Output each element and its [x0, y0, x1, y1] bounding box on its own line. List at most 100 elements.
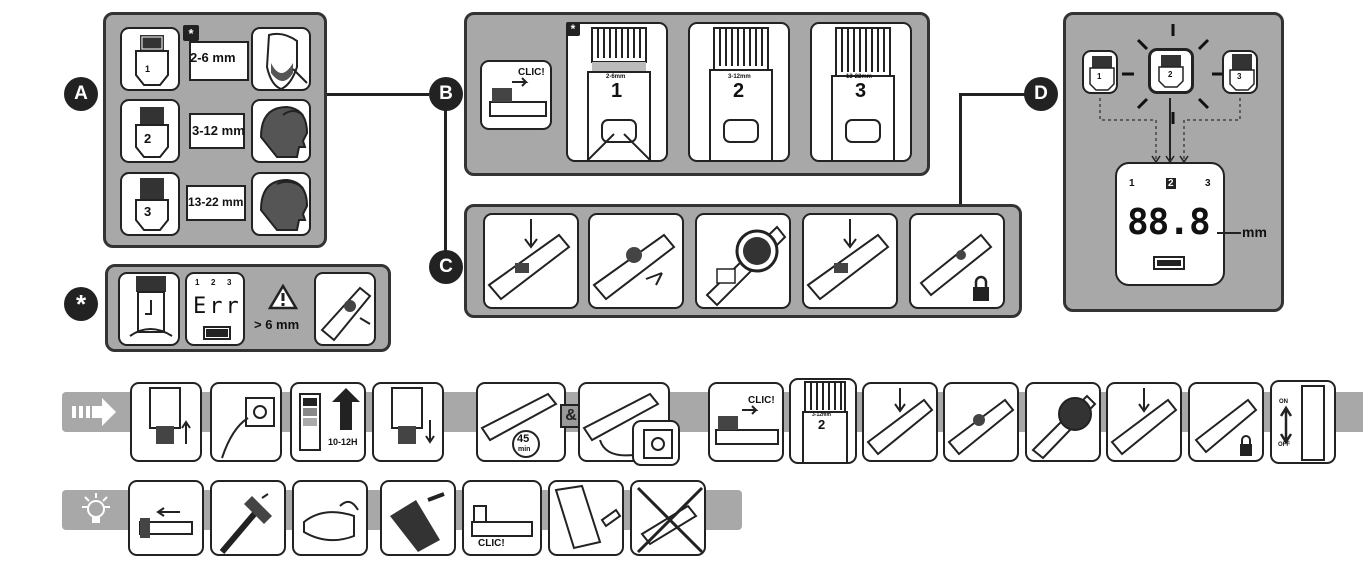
badge-c: C	[429, 250, 463, 284]
r1-on-off	[1270, 380, 1336, 464]
comb-2-number: 2	[144, 131, 152, 146]
badge-b: B	[429, 77, 463, 111]
r2-rinse	[292, 480, 368, 556]
charge-time: 10-12H	[328, 437, 358, 447]
r1-on-label: ON	[1279, 399, 1288, 405]
lcd-unit: mm	[1242, 224, 1267, 240]
comb-b1-num: 1	[611, 80, 623, 102]
d-rays	[1122, 24, 1224, 124]
step-c-dial	[695, 213, 791, 309]
d-arrows	[1099, 98, 1241, 164]
step-c-press-again	[802, 213, 898, 309]
d-comb-1-num: 1	[1097, 72, 1102, 81]
lcd-unit-arrow	[1217, 232, 1241, 234]
lcd-digits: 88.8	[1127, 202, 1211, 243]
r1-press-again	[1106, 382, 1182, 462]
warning-icon	[268, 284, 298, 310]
battery-icon-lcd	[1153, 256, 1185, 270]
charge-up-icon	[299, 388, 360, 451]
r2-no-water	[630, 480, 706, 556]
r2-clean-comb	[380, 480, 456, 556]
r1-charge	[290, 382, 366, 462]
r1-off-label: OFF	[1278, 442, 1290, 448]
plug-icon	[221, 397, 275, 459]
star-badge-b: *	[566, 22, 580, 36]
charge-minutes: 45	[517, 433, 530, 445]
clic-card	[480, 60, 552, 130]
err-display-card: 1 2 3 Err	[185, 272, 245, 346]
comb-b2-num: 2	[733, 80, 745, 102]
length-2-label: 3-12 mm	[192, 123, 245, 138]
comb-insert-card-2	[688, 22, 790, 162]
lcd-comb-1: 1	[1129, 178, 1135, 189]
charge-min-label: min	[518, 446, 531, 453]
comb-b3-num: 3	[855, 80, 867, 102]
r1-lock	[1188, 382, 1264, 462]
d-comb-2-num: 2	[1168, 70, 1173, 79]
step-c-lock	[909, 213, 1005, 309]
comb-b2-range: 3-12mm	[728, 74, 751, 80]
d-comb-2-active	[1148, 48, 1194, 94]
length-1-label: 2-6 mm	[190, 50, 236, 65]
r1-rotate	[943, 382, 1019, 462]
star-comb-card	[118, 272, 180, 346]
step-c-rotate	[588, 213, 684, 309]
r2-clic-label: CLIC!	[478, 538, 505, 549]
connector-a-b	[327, 93, 429, 96]
star-remove-card	[314, 272, 376, 346]
err-text: Err	[193, 294, 242, 319]
length-frame-2	[189, 113, 245, 149]
r1-comb-range: 3-12mm	[812, 412, 831, 418]
comb-insert-card-3	[810, 22, 912, 162]
comb-b1-range: 2-6mm	[606, 74, 626, 80]
err-mini-3: 3	[227, 278, 232, 287]
connector-c-d-v	[959, 93, 962, 205]
r2-reattach	[462, 480, 542, 556]
r1-insert-cap	[372, 382, 444, 462]
r1-press	[862, 382, 938, 462]
comb-card-3	[120, 172, 180, 236]
r1-outlet	[632, 420, 680, 466]
badge-star: *	[64, 287, 98, 321]
amp-text: &	[565, 407, 577, 424]
d-comb-3	[1222, 50, 1258, 94]
comb-1-number: 1	[145, 64, 151, 74]
lcd-comb-2: 2	[1166, 178, 1176, 189]
badge-d: D	[1024, 77, 1058, 111]
d-comb-3-num: 3	[1237, 72, 1242, 81]
head-top-card	[251, 99, 311, 163]
comb-insert-card-1	[566, 22, 668, 162]
r1-comb	[789, 378, 857, 464]
r1-cordless	[476, 382, 566, 462]
step-c-press	[483, 213, 579, 309]
r1-dial	[1025, 382, 1101, 462]
star-badge-a: *	[183, 25, 199, 41]
r1-clic	[708, 382, 784, 462]
lock-icon	[973, 275, 989, 301]
arrow-right-icon	[72, 398, 118, 426]
comb-3-number: 3	[144, 204, 152, 219]
lcd-comb-3: 3	[1205, 178, 1211, 189]
r1-plug-in	[210, 382, 282, 462]
length-3-label: 13-22 mm	[188, 195, 244, 209]
connector-c-d-h	[959, 93, 1025, 96]
length-frame-3	[186, 185, 246, 221]
r1-remove-cap	[130, 382, 202, 462]
badge-a: A	[64, 77, 98, 111]
beard-head-card	[251, 27, 311, 91]
head-back-card	[251, 172, 311, 236]
r1-comb-num: 2	[818, 417, 826, 432]
warning-length: > 6 mm	[254, 317, 300, 332]
connector-b-c	[444, 110, 447, 270]
lightbulb-icon	[78, 493, 114, 529]
battery-icon	[203, 326, 231, 340]
lcd-screen: 1 2 3 88.8	[1115, 162, 1225, 286]
err-mini-2: 2	[211, 278, 216, 287]
d-comb-1	[1082, 50, 1118, 94]
comb-card-2	[120, 99, 180, 163]
r2-oil	[548, 480, 624, 556]
length-card-1	[183, 27, 249, 91]
clic-label-b: CLIC!	[518, 67, 545, 78]
r1-clic-label: CLIC!	[748, 395, 775, 406]
r2-remove-blade	[128, 480, 204, 556]
